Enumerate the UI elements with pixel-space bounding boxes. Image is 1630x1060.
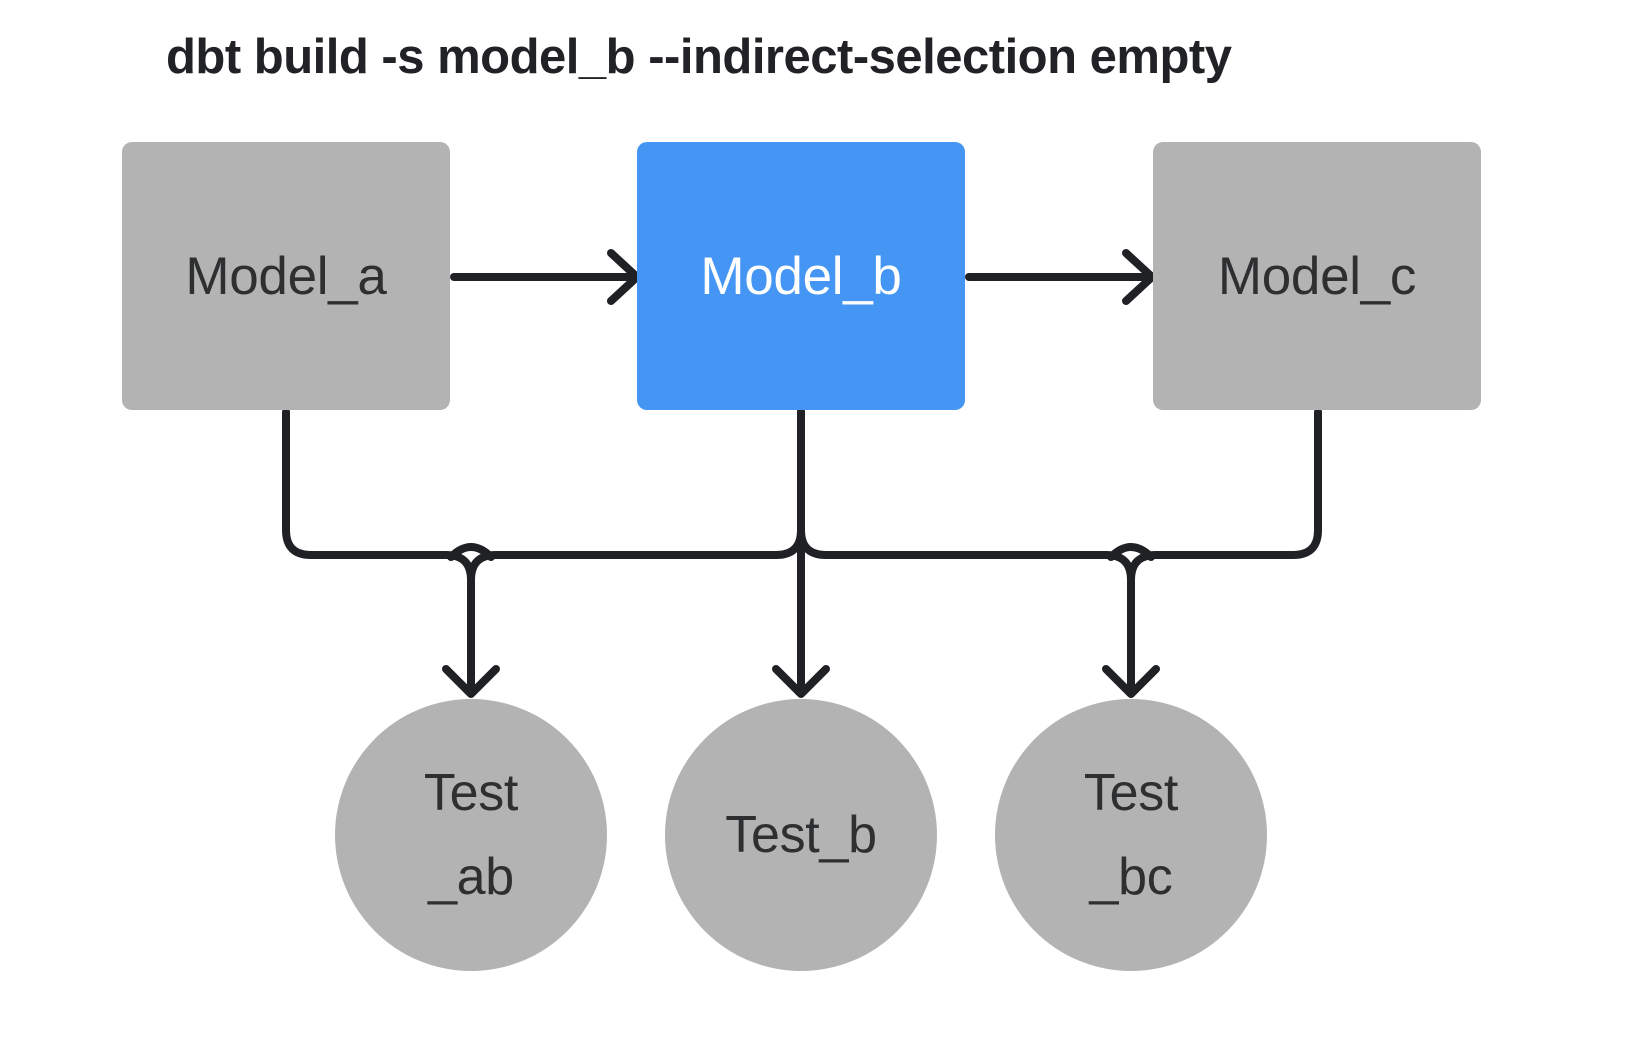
diagram-title: dbt build -s model_b --indirect-selectio…	[166, 30, 1232, 84]
arrowhead-model-c-icon	[1122, 249, 1156, 305]
node-test-b: Test_b	[665, 699, 937, 971]
node-test-b-label-line1: Test_b	[725, 805, 877, 864]
node-test-ab-label-line2: _ab	[428, 848, 514, 906]
arrowhead-test-ab-icon	[442, 665, 500, 698]
node-test-bc: Test _bc	[995, 699, 1267, 971]
node-model-a: Model_a	[122, 142, 450, 410]
junction-merge-test-ab	[447, 543, 495, 561]
node-model-b-label: Model_b	[700, 246, 902, 306]
node-model-a-label: Model_a	[185, 246, 387, 306]
arrowhead-test-bc-icon	[1102, 665, 1160, 698]
node-test-ab-label-line1: Test	[423, 763, 519, 822]
node-model-b: Model_b	[637, 142, 965, 410]
node-model-c: Model_c	[1153, 142, 1481, 410]
edge-model-b-to-test-ab	[467, 408, 805, 696]
edge-model-c-to-test-bc	[1127, 408, 1322, 696]
node-test-bc-label-line1: Test	[1083, 763, 1179, 822]
edge-model-a-to-test-ab	[282, 408, 475, 696]
node-model-c-label: Model_c	[1217, 246, 1417, 306]
arrowhead-test-b-icon	[772, 665, 830, 698]
node-test-bc-label-line2: _bc	[1089, 848, 1173, 906]
edge-model-b-to-test-bc	[797, 408, 1135, 696]
junction-merge-test-bc	[1107, 543, 1155, 561]
node-test-ab: Test _ab	[335, 699, 607, 971]
